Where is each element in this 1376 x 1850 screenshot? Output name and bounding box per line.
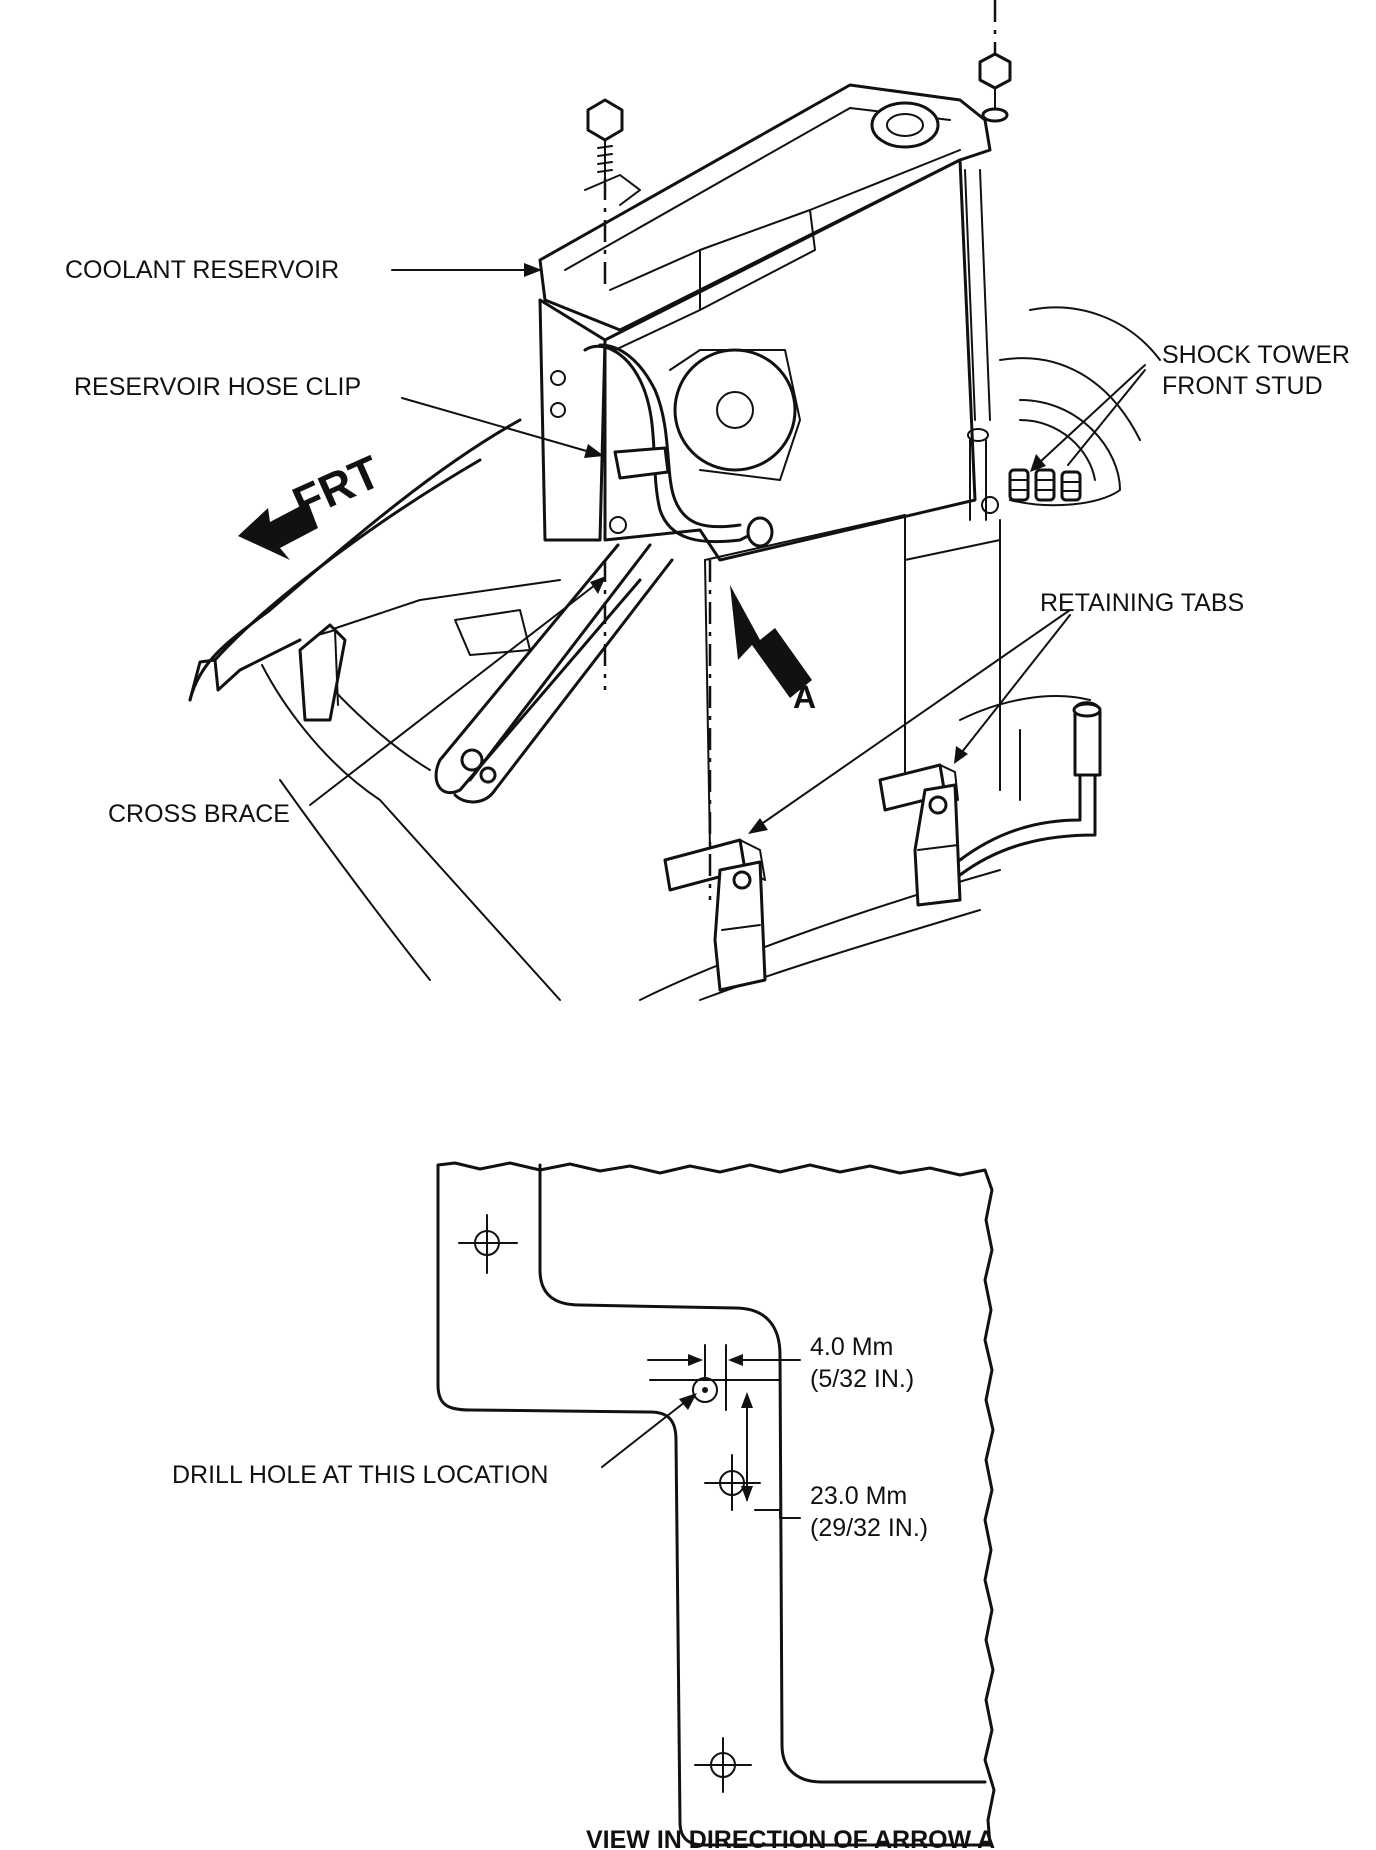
hose-clip [613,446,670,480]
frt-arrow-icon: FRT [238,445,388,560]
dimension-23mm [726,1379,801,1519]
crosshair-hole-icon [694,1737,752,1793]
fender-bracket-left [298,623,347,722]
crosshair-hole-icon [704,1454,761,1511]
label-reservoir-hose-clip: RESERVOIR HOSE CLIP [74,373,361,401]
bracket-wire [958,701,1102,877]
view-arrow-icon: A [730,585,816,715]
dimension-4mm [647,1344,801,1411]
drill-hole-leader [601,1401,686,1468]
label-coolant-reservoir: COOLANT RESERVOIR [65,256,339,284]
shock-tower-studs [1008,468,1082,502]
label-drill-hole: DRILL HOLE AT THIS LOCATION [172,1461,549,1489]
label-retaining-tabs: RETAINING TABS [1040,589,1244,617]
bolt-icon [586,98,624,179]
arrow-a-label: A [793,679,816,715]
stud-nut-icon [1008,468,1030,502]
detail-inner-channel [538,1163,987,1784]
retaining-tab-left [663,838,767,992]
callout-leaders [309,263,1146,834]
fender-panel [188,418,561,1001]
bolt-icon [978,52,1012,123]
retaining-tab-right [878,763,962,907]
coolant-reservoir [538,83,1001,851]
label-shock-tower-line1: SHOCK TOWER [1162,341,1350,369]
reservoir-hose [583,343,774,548]
label-dim2-metric: 23.0 Mm [810,1482,907,1510]
label-dim1-metric: 4.0 Mm [810,1333,893,1361]
label-cross-brace: CROSS BRACE [108,800,290,828]
label-dim2-imperial: (29/32 IN.) [810,1514,928,1542]
detail-panel-outline [436,1161,996,1847]
stud-nut-icon [1034,468,1056,502]
crosshair-hole-icon [458,1214,518,1274]
label-dim1-imperial: (5/32 IN.) [810,1365,914,1393]
detail-view: 4.0 Mm (5/32 IN.) 23.0 Mm (29/32 IN.) DR… [172,1161,996,1850]
stud-nut-icon [1060,470,1082,502]
label-shock-tower-line2: FRONT STUD [1162,372,1323,400]
assembly-illustration: FRT A COOLANT RESERVOIR RESERVOIR HOSE C… [65,0,1350,1001]
caption-view-direction: VIEW IN DIRECTION OF ARROW A [586,1826,995,1850]
crosshair-hole-icon [692,1377,718,1403]
frt-label: FRT [285,445,388,529]
cross-brace [434,543,674,804]
